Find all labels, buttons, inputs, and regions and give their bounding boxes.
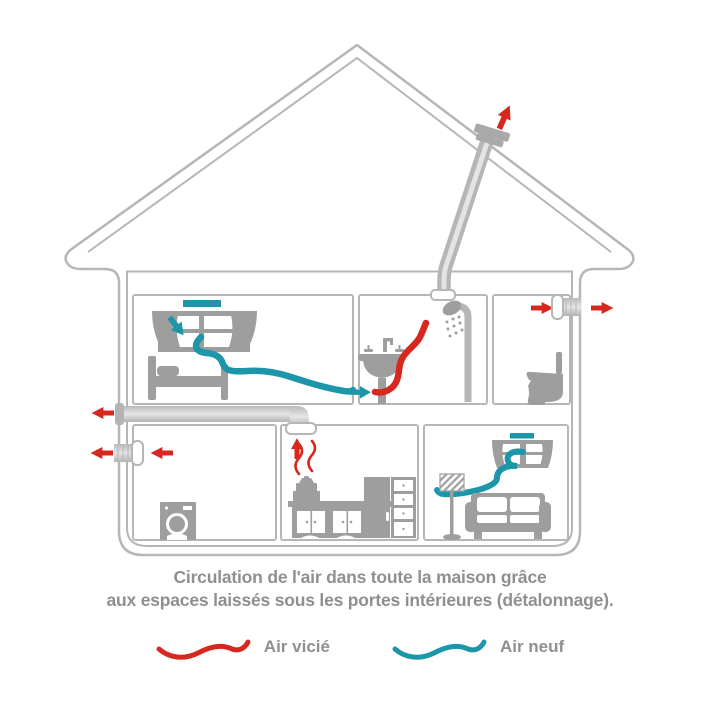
room-bathroom <box>358 294 488 405</box>
toilet-contents <box>526 294 614 405</box>
roof-inner-line <box>87 56 612 253</box>
living-window-icon <box>492 440 553 468</box>
bathroom-ceiling-vent <box>430 289 456 301</box>
duct-left-cap <box>115 403 124 425</box>
fresh-air-inlet-vent-bedroom <box>183 300 221 307</box>
fresh-air-wave-icon <box>392 639 487 660</box>
legend-label-air-neuf: Air neuf <box>499 637 565 656</box>
bed-icon <box>148 356 228 400</box>
house-inner-shell <box>126 270 573 547</box>
wall-vent-toilet <box>551 294 581 320</box>
kitchen-contents <box>288 438 416 538</box>
curtain-left <box>492 440 506 468</box>
fresh-air-flow-bedroom <box>192 333 357 395</box>
house-outline <box>64 43 635 557</box>
caption: Circulation de l'air dans toute la maiso… <box>0 566 720 612</box>
caption-line-2: aux espaces laissés sous les portes inté… <box>106 590 614 611</box>
curtain-right <box>539 440 553 468</box>
sofa-icon <box>465 493 551 539</box>
exhaust-air-flow-bathroom <box>371 319 430 396</box>
fresh-air-inlet-vent-living <box>510 433 534 439</box>
washing-machine-icon <box>160 502 196 540</box>
living-room-contents <box>434 433 553 540</box>
bedroom-window-icon <box>152 311 257 352</box>
legend: Air vicié Air neuf <box>0 634 720 660</box>
room-laundry <box>132 424 277 541</box>
legend-item-air-vicie: Air vicié <box>156 634 330 660</box>
exhaust-arrow-toilet-outside <box>591 302 614 314</box>
floor-lamp-icon <box>439 473 465 540</box>
exhaust-arrow-laundry-outside <box>90 447 113 459</box>
kitchen-cabinets-icon <box>288 477 416 538</box>
duct-elbow <box>290 406 309 427</box>
house-outer-wall <box>64 43 635 557</box>
roof-duct-collar <box>473 123 511 148</box>
legend-item-air-neuf: Air neuf <box>392 634 564 660</box>
wall-vent-laundry <box>114 440 144 466</box>
toilet-icon <box>526 371 563 405</box>
flush-panel <box>556 352 562 374</box>
fresh-air-flow-living <box>434 448 526 498</box>
tall-cabinet <box>364 477 390 538</box>
exhaust-arrow-roof <box>493 102 517 132</box>
legend-label-air-vicie: Air vicié <box>263 637 330 656</box>
roof-duct <box>430 102 517 301</box>
bathroom-contents <box>358 300 472 404</box>
horizontal-duct <box>91 403 317 435</box>
bedroom-contents <box>148 300 371 400</box>
steam-icon <box>294 439 317 476</box>
kitchen-extract-vent <box>285 422 317 435</box>
stove-pot-icon <box>293 476 320 502</box>
exhaust-arrow-duct-outside <box>91 407 114 419</box>
caption-line-1: Circulation de l'air dans toute la maiso… <box>173 567 547 587</box>
laundry-contents <box>90 440 196 540</box>
shower-drops <box>445 315 464 338</box>
shower-icon <box>442 300 472 402</box>
curtain-right <box>227 311 257 352</box>
exhaust-air-wave-icon <box>156 639 251 660</box>
